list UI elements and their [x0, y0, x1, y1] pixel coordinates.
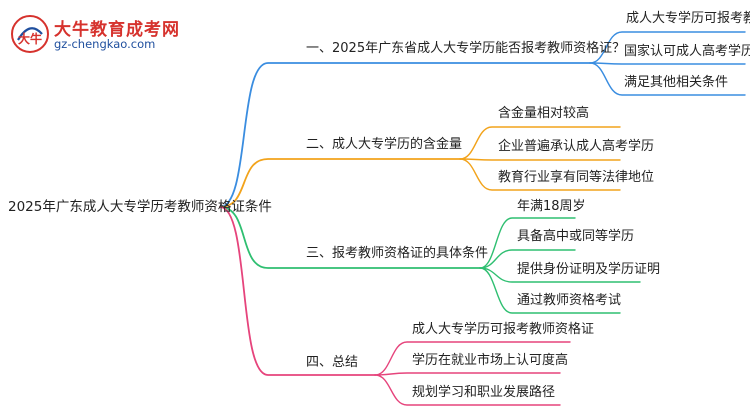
- branch-4-child-1-connector: [374, 341, 571, 376]
- branch-1-child-1-connector: [589, 31, 746, 64]
- branch-3-child-4: 通过教师资格考试: [517, 293, 622, 308]
- branch-1-child-3: 满足其他相关条件: [624, 75, 729, 90]
- branch-2-child-1: 含金量相对较高: [498, 106, 590, 121]
- branch-3-child-4-connector: [479, 267, 621, 314]
- branch-3-node: 三、报考教师资格证的具体条件: [306, 246, 489, 261]
- logo-mark-icon: 大牛: [11, 15, 49, 53]
- branch-3-child-1: 年满18周岁: [517, 199, 586, 214]
- branch-2-child-3-connector: [459, 158, 621, 191]
- branch-2-node: 二、成人大专学历的含金量: [306, 137, 463, 152]
- branch-2-connector: [219, 158, 461, 208]
- branch-2-child-3: 教育行业享有同等法律地位: [498, 170, 655, 185]
- branch-3-child-3-connector: [479, 267, 641, 283]
- branch-1-child-3-connector: [589, 62, 746, 96]
- branch-3-child-2: 具备高中或同等学历: [517, 229, 635, 244]
- logo-title: 大牛教育成考网: [54, 20, 180, 40]
- branch-1-child-2-connector: [589, 62, 746, 65]
- branch-1-connector: [219, 62, 591, 208]
- branch-2-child-2-connector: [459, 158, 621, 161]
- branch-4-child-2-connector: [374, 372, 561, 376]
- logo-mark-text: 大牛: [18, 31, 42, 46]
- root-node: 2025年广东成人大专学历考教师资格证条件: [8, 199, 272, 215]
- branch-3-connector: [219, 206, 481, 269]
- branch-2-child-1-connector: [459, 126, 621, 160]
- branch-1-node: 一、2025年广东省成人大专学历能否报考教师资格证？: [306, 41, 626, 56]
- branch-1-child-1: 成人大专学历可报考教资: [626, 11, 750, 26]
- branch-3-child-1-connector: [479, 217, 576, 269]
- logo-url: gz-chengkao.com: [54, 37, 156, 51]
- branch-4-child-3: 规划学习和职业发展路径: [412, 385, 556, 400]
- site-logo: 大牛 大牛教育成考网 gz-chengkao.com: [10, 14, 250, 54]
- branch-4-child-1: 成人大专学历可报考教师资格证: [412, 322, 595, 337]
- branch-4-node: 四、总结: [306, 355, 359, 370]
- branch-4-child-3-connector: [374, 374, 561, 406]
- branch-4-connector: [219, 206, 376, 376]
- branch-1-child-2: 国家认可成人高考学历: [624, 44, 750, 59]
- branch-4-child-2: 学历在就业市场上认可度高: [412, 353, 569, 368]
- branch-2-child-2: 企业普遍承认成人高考学历: [498, 139, 655, 154]
- branch-3-child-2-connector: [479, 249, 576, 269]
- branch-3-child-3: 提供身份证明及学历证明: [517, 262, 661, 277]
